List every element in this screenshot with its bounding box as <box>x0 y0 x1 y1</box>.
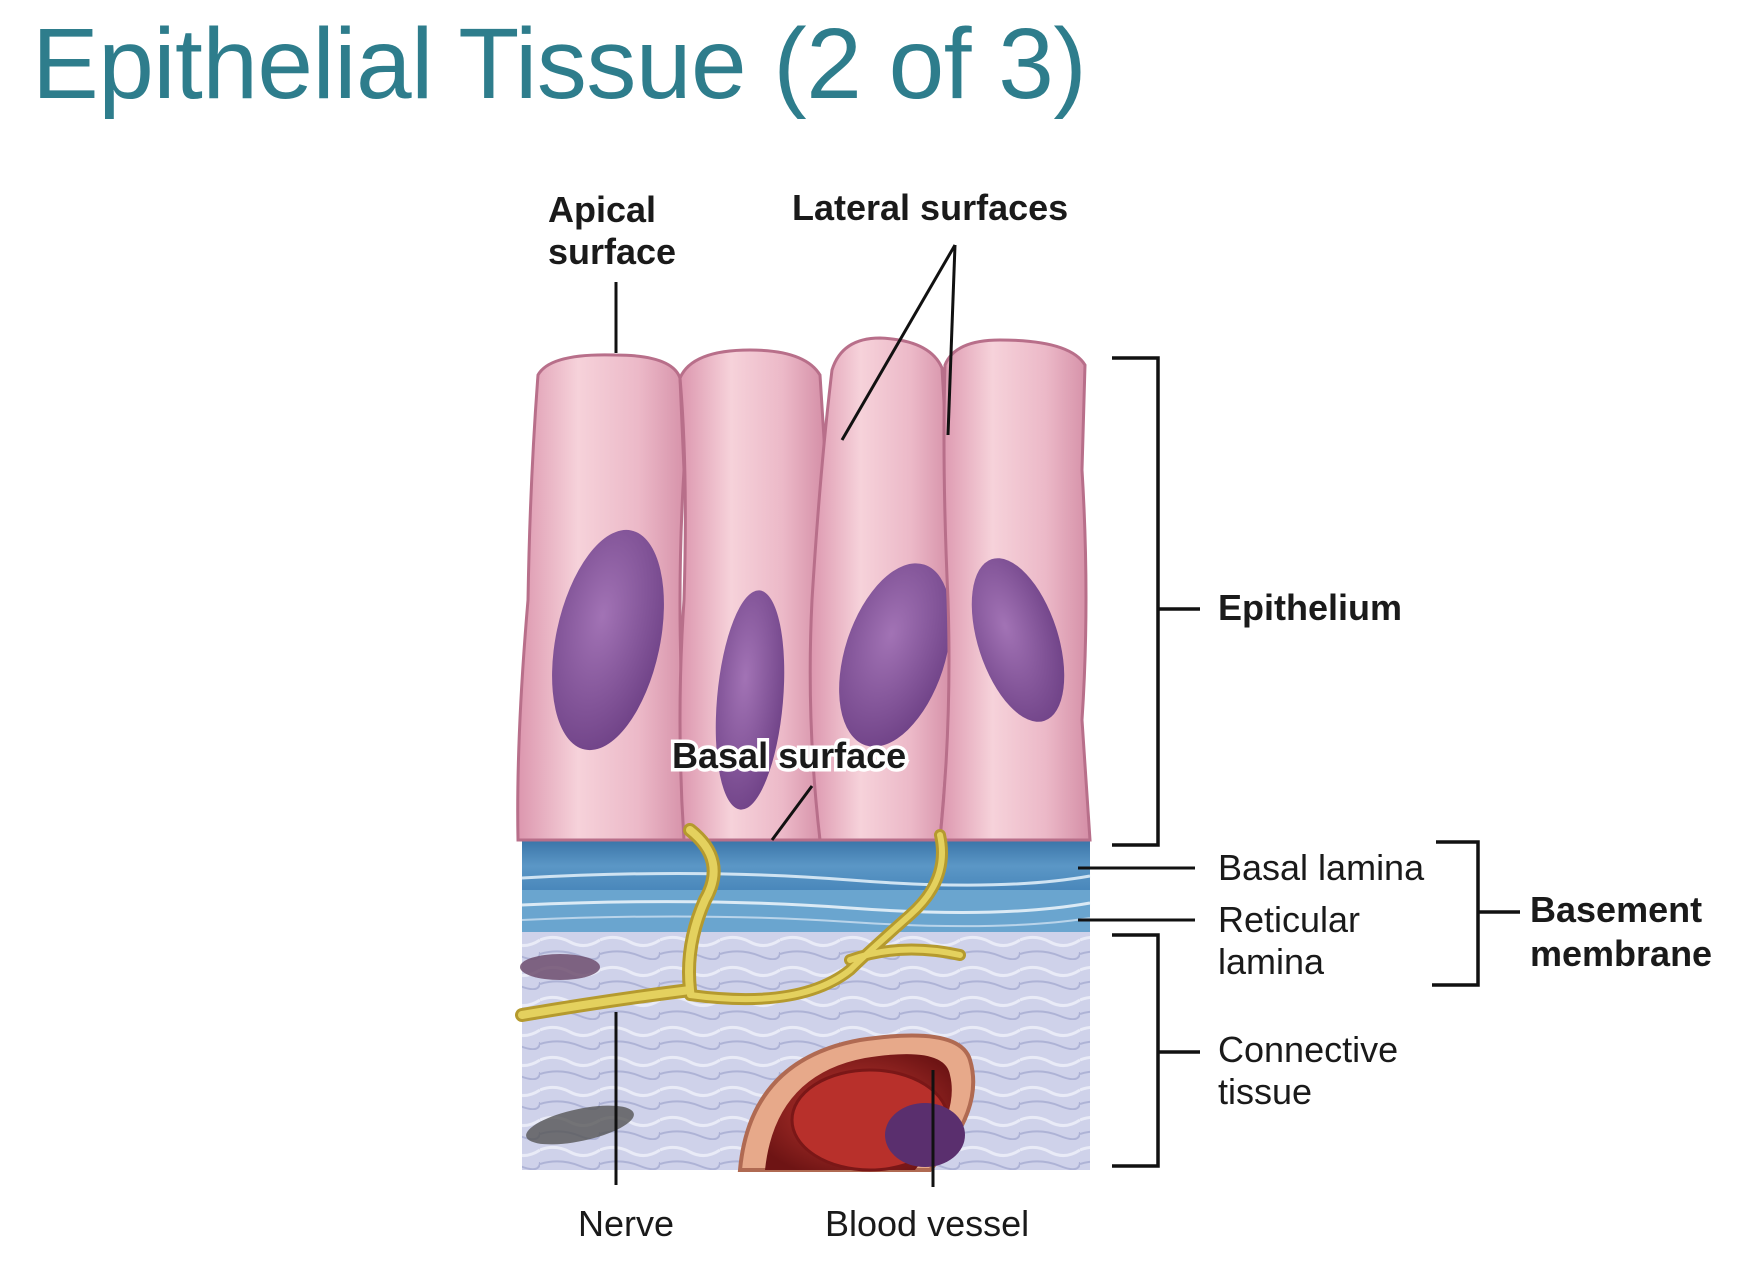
basal-surface-leader <box>770 785 814 841</box>
label-nerve: Nerve <box>578 1203 674 1244</box>
epithelial-cell <box>516 353 692 842</box>
label-basement-line1: Basement <box>1530 889 1702 930</box>
label-connective-line2: tissue <box>1218 1071 1312 1112</box>
label-connective-line1: Connective <box>1218 1029 1398 1070</box>
nucleus <box>715 590 785 810</box>
fibroblast-cell <box>520 954 600 980</box>
label-reticular-line1: Reticular <box>1218 899 1360 940</box>
connective-tissue-bracket <box>1112 933 1160 1168</box>
label-basal-surface: Basal surface <box>672 735 906 776</box>
label-blood-vessel: Blood vessel <box>825 1203 1029 1244</box>
nerve-fiber <box>515 823 966 1022</box>
lateral-leader-2 <box>946 244 957 436</box>
epithelial-cell <box>938 338 1092 842</box>
page-title: Epithelial Tissue (2 of 3) <box>32 8 1087 120</box>
label-basal-lamina: Basal lamina <box>1218 847 1425 888</box>
nucleus <box>971 558 1065 722</box>
label-lateral-surfaces: Lateral surfaces <box>792 187 1068 228</box>
lateral-leader-1 <box>840 244 957 441</box>
fibroblast-cell <box>526 1105 634 1145</box>
blood-vessel-shape <box>737 1033 976 1172</box>
label-epithelium: Epithelium <box>1218 587 1402 628</box>
epithelium-bracket <box>1112 356 1160 847</box>
label-apical-line2: surface <box>548 231 676 272</box>
nucleus <box>552 529 664 751</box>
label-reticular-line2: lamina <box>1218 941 1325 982</box>
label-basement-line2: membrane <box>1530 933 1712 974</box>
basement-membrane-bracket <box>1432 840 1480 987</box>
label-apical-line1: Apical <box>548 189 656 230</box>
nucleus <box>839 563 951 747</box>
epithelial-cell <box>678 348 828 842</box>
